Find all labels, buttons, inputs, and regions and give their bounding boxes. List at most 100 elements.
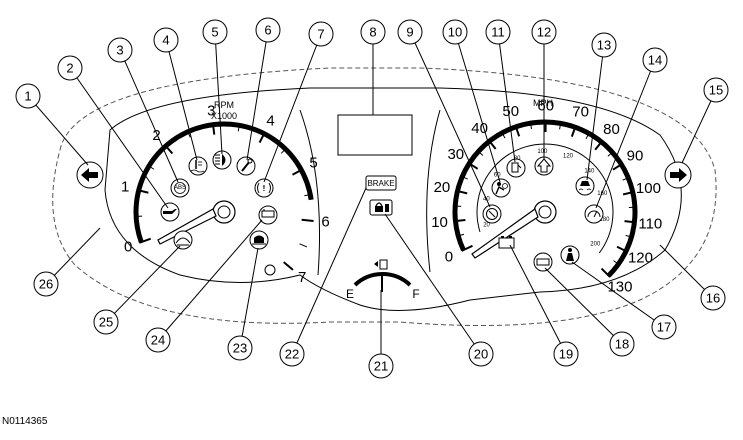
speedometer-tick-label: 20	[434, 179, 451, 196]
callout-leader-line	[246, 29, 269, 161]
callout-leader-line	[384, 213, 482, 355]
battery-charging-icon	[498, 236, 515, 249]
callout-number: 11	[491, 25, 505, 40]
speedometer-tick-label: 90	[627, 147, 644, 164]
callout-circle	[368, 353, 394, 379]
speedometer-needle	[471, 208, 539, 259]
speedometer-tick-label: 130	[607, 278, 632, 295]
svg-text:!: !	[263, 184, 266, 193]
speedometer-tick	[500, 130, 506, 139]
speedometer-tick-label: 60	[537, 98, 554, 115]
callout-circle	[202, 19, 228, 45]
callout-number: 21	[374, 359, 388, 374]
callout-circle	[227, 335, 253, 361]
speedometer-tick	[622, 176, 631, 181]
callout-leader-line	[497, 31, 516, 163]
trip-reset-knob	[264, 264, 276, 276]
callout-number: 12	[537, 25, 551, 40]
callout-circle	[279, 341, 305, 367]
tachometer-tick	[299, 243, 308, 248]
callout-leader-line	[509, 244, 567, 355]
callout-number: 19	[559, 347, 573, 362]
tachometer-tick-label: 7	[298, 269, 306, 286]
oil-pressure-icon	[160, 202, 180, 222]
speedometer-tick	[529, 121, 533, 130]
tachometer-tick-label: 1	[121, 178, 129, 195]
fuel-empty-label: E	[346, 287, 354, 301]
callout-number: 24	[151, 333, 165, 348]
tachometer-tick-label: 3	[207, 102, 215, 119]
callout-circle	[397, 19, 423, 45]
tachometer-tick-label: 6	[321, 214, 329, 231]
check-engine-icon	[533, 252, 553, 272]
cruise-control-icon	[584, 204, 604, 224]
callout-number: 20	[474, 347, 488, 362]
speedometer-tick-label: 100	[636, 180, 661, 197]
shift-up-icon	[534, 156, 554, 176]
callout-number: 25	[99, 315, 113, 330]
airbag-warning-icon	[491, 178, 511, 198]
speedometer-tick	[487, 138, 497, 150]
speedometer-tick	[453, 205, 462, 207]
callout-number: 2	[66, 61, 73, 76]
speedometer-unit: MPH	[533, 98, 553, 108]
inner-panel-outline	[104, 87, 682, 311]
callout-leader-line	[239, 247, 259, 349]
tachometer-scale-arc	[133, 121, 314, 243]
kmh-tick-label: 60	[494, 173, 501, 179]
tachometer-tick	[301, 218, 314, 222]
callout-leader-line	[595, 59, 656, 209]
kmh-tick-label: 160	[597, 191, 608, 197]
cluster-outline	[52, 67, 717, 326]
speedometer-tick-label: 40	[471, 120, 488, 137]
transmission-warning-icon	[258, 205, 278, 225]
speedometer-tick	[453, 219, 466, 223]
callout-leader-line	[157, 219, 263, 341]
speedometer-tick	[461, 244, 473, 252]
tachometer-tick	[292, 168, 304, 176]
callout-circle	[107, 37, 133, 63]
callout-leader-line	[69, 67, 169, 209]
callout-leader-line	[454, 31, 501, 183]
callout-leader-line	[681, 89, 717, 164]
speedometer-tick	[600, 267, 611, 278]
door-ajar-icon	[249, 230, 269, 250]
speedometer-tick	[559, 121, 562, 130]
speedometer-tick	[625, 234, 634, 239]
speedometer-tick	[570, 125, 577, 137]
callout-circle	[609, 331, 635, 357]
callout-leader-line	[27, 95, 89, 166]
speedometer-tick-label: 10	[431, 214, 448, 231]
callout-number: 13	[597, 38, 611, 53]
callout-number: 18	[615, 337, 629, 352]
callout-leader-line	[105, 245, 181, 323]
kmh-tick-label: 200	[590, 242, 601, 248]
callout-leader-line	[119, 49, 179, 183]
speedometer-tick-label: 120	[628, 250, 653, 267]
service-wrench-icon	[236, 156, 256, 176]
callout-number: 4	[162, 33, 169, 48]
anti-theft-lamp	[369, 199, 393, 216]
speedometer-tick-label: 70	[572, 104, 589, 121]
fuel-full-label: F	[412, 287, 419, 301]
callout-leader-line	[409, 31, 491, 208]
speedometer-tick	[476, 149, 484, 156]
callout-number: 1	[24, 89, 31, 104]
tachometer-tick	[186, 129, 191, 138]
speedometer-tick	[455, 189, 468, 195]
center-bezel	[299, 109, 321, 276]
callout-number: 14	[648, 53, 662, 68]
speedometer-tick	[622, 190, 635, 196]
tachometer-tick	[163, 143, 174, 155]
washer-fluid-icon	[173, 230, 193, 250]
callout-number: 22	[285, 347, 299, 362]
engine-temperature-icon	[188, 156, 208, 176]
callout-number: 5	[211, 25, 218, 40]
powertrain-fault-icon: !	[254, 178, 274, 198]
callout-number: 10	[448, 25, 462, 40]
callout-circle	[442, 19, 468, 45]
kmh-tick-label: 100	[537, 149, 548, 155]
callout-circle	[531, 19, 557, 45]
